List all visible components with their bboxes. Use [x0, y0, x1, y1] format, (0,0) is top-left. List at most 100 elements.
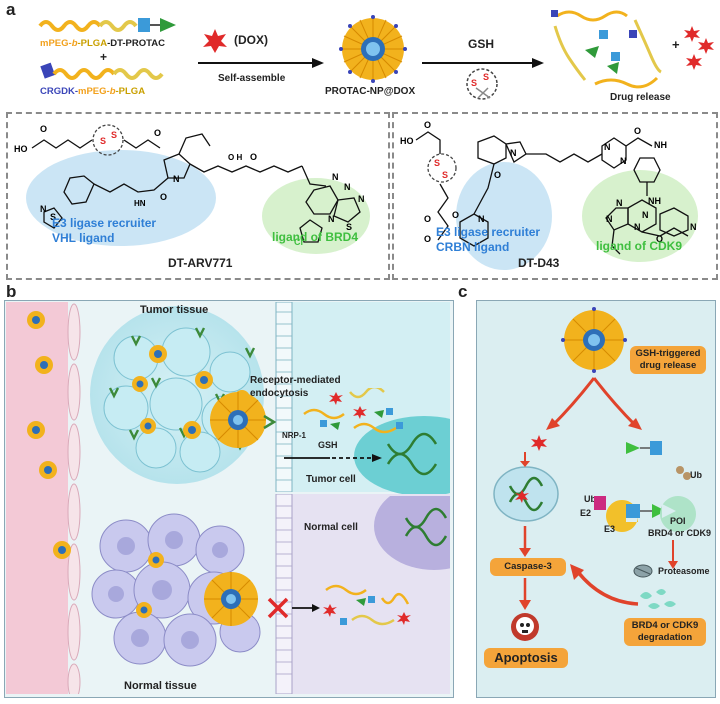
normal-released-fragments: [323, 584, 411, 626]
left-ligand: ligand of BRD4: [272, 230, 358, 244]
gsh-release-line1: GSH-triggered: [635, 348, 701, 359]
svg-text:S: S: [471, 78, 477, 88]
degradation-to-caspase-arrow: [570, 564, 639, 606]
dt-arv771-name: DT-ARV771: [168, 256, 233, 270]
polymer1-b: b: [71, 38, 78, 49]
polymer1-mpeg: mPEG-: [40, 38, 72, 49]
tumor-cell-membrane: [275, 302, 293, 492]
n-triazole-3: N: [358, 194, 365, 204]
receptor-label-2: endocytosis: [250, 388, 309, 399]
o-right-4: O: [494, 170, 501, 180]
normal-nucleus: [374, 496, 450, 570]
tumor-nucleus: [354, 416, 450, 494]
normal-np: [204, 572, 258, 626]
vhl-ligand-highlight: [26, 150, 216, 246]
dt-d43-structure: S S HO O O O N O N O N N NH O NH N N N N…: [400, 120, 697, 255]
left-e3-line2: VHL ligand: [52, 231, 115, 245]
circulating-nanoparticles: [27, 311, 71, 559]
arrow-to-nucleus: [520, 452, 530, 467]
n-triazole-2: N: [344, 182, 351, 192]
split-arrows: [546, 377, 642, 430]
receptor-label-1: Receptor-mediated: [250, 375, 341, 386]
panel-c-letter: c: [458, 282, 468, 301]
panel-a-letter: a: [6, 0, 16, 19]
normal-tissue-label: Normal tissue: [124, 680, 197, 692]
panel-b-letter: b: [6, 282, 17, 301]
n-diazepine: N: [328, 214, 335, 224]
n-piperazine-1: N: [604, 142, 611, 152]
n-triazine-2: N: [634, 222, 641, 232]
polymer2-plga: -PLGA: [115, 86, 146, 97]
arrow-to-apoptosis: [519, 578, 531, 610]
o-right-3: O: [424, 234, 431, 244]
normal-cell-label: Normal cell: [304, 522, 358, 533]
panel-c-protac-icon: [626, 441, 662, 455]
self-assemble-label: Self-assemble: [218, 73, 286, 84]
n-thiazole: N: [40, 204, 47, 214]
gsh-triggered-release-box: GSH-triggered drug release: [630, 346, 706, 374]
ho-right: HO: [400, 136, 414, 146]
tumor-np-binding: [210, 392, 277, 448]
o-left-4: O: [228, 153, 234, 162]
right-ligand: ligand of CDK9: [596, 239, 682, 253]
gsh-dashed-arrow: [284, 454, 382, 462]
degradation-box: BRD4 or CDK9 degradation: [624, 618, 706, 646]
degradation-line2: degradation: [637, 632, 693, 643]
o-right-5: O: [452, 210, 459, 220]
caspase-3-box: Caspase-3: [490, 558, 566, 576]
np-label: PROTAC-NP@DOX: [325, 86, 416, 97]
poi-targets-label: BRD4 or CDK9: [648, 528, 712, 538]
proteasome-label: Proteasome: [658, 566, 710, 576]
o-left-3: O: [160, 192, 167, 202]
ternary-complex: [594, 466, 696, 532]
endothelial-cells: [67, 303, 81, 694]
s-thiazole: S: [50, 212, 56, 222]
n-triazine-1: N: [642, 210, 649, 220]
cdk9-ligand-highlight: [582, 170, 698, 262]
drug-release-label: Drug release: [610, 92, 671, 103]
o-right-6: O: [634, 126, 641, 136]
arrow-to-caspase: [519, 526, 531, 557]
nh-right-2: NH: [648, 196, 661, 206]
o-left-5: O: [250, 152, 257, 162]
nh-left-1: HN: [134, 199, 146, 208]
n-right-2: N: [478, 214, 485, 224]
n-right-1: N: [510, 148, 517, 158]
polymer-2-label: CRGDK-mPEG-b-PLGA: [40, 86, 145, 97]
panel-c-np: [561, 307, 627, 373]
nh-left-2: O H: [228, 153, 242, 162]
o-right-2: O: [424, 214, 431, 224]
nh-right-1: NH: [654, 140, 667, 150]
blocked-entry-icon: [267, 597, 289, 619]
n-left-2: N: [140, 199, 146, 208]
apoptosis-box: Apoptosis: [484, 648, 568, 668]
polymer-1-label: mPEG-b-PLGA-DT-PROTAC: [40, 38, 165, 49]
s-thiophene: S: [346, 222, 352, 232]
normal-cell-membrane: [275, 494, 293, 694]
nrp1-label: NRP-1: [282, 431, 307, 440]
o-right-7: O: [656, 234, 663, 244]
polymer1-dt-protac: -DT-PROTAC: [107, 38, 165, 49]
n-pyrazole-2: N: [606, 214, 613, 224]
disulfide-cleavage-icon: S S: [466, 68, 498, 100]
poi-label: POI: [670, 516, 686, 526]
dt-d43-name: DT-D43: [518, 256, 560, 270]
n-triazole-1: N: [332, 172, 339, 182]
ub-top-label: Ub: [690, 470, 702, 480]
brd4-ligand-highlight: [262, 178, 370, 254]
drug-release-icon: [551, 10, 662, 89]
gsh-release-line2: drug release: [639, 360, 697, 371]
n-piperazine-2: N: [620, 156, 627, 166]
right-e3-line2: CRBN ligand: [436, 240, 510, 254]
crbn-ligand-highlight: [456, 162, 552, 270]
skull-icon: [511, 613, 539, 641]
degraded-fragments: [640, 589, 676, 609]
polymer2-mpeg: mPEG-: [78, 86, 110, 97]
panel-c-nucleus: [493, 466, 559, 522]
tumor-tissue-label: Tumor tissue: [140, 304, 209, 316]
ss-left-s2: S: [111, 130, 117, 140]
tumor-released-fragments: [303, 388, 403, 434]
apoptosis-text: Apoptosis: [494, 650, 558, 665]
n-left-1: N: [173, 174, 180, 184]
arrow-to-proteasome: [668, 540, 678, 569]
